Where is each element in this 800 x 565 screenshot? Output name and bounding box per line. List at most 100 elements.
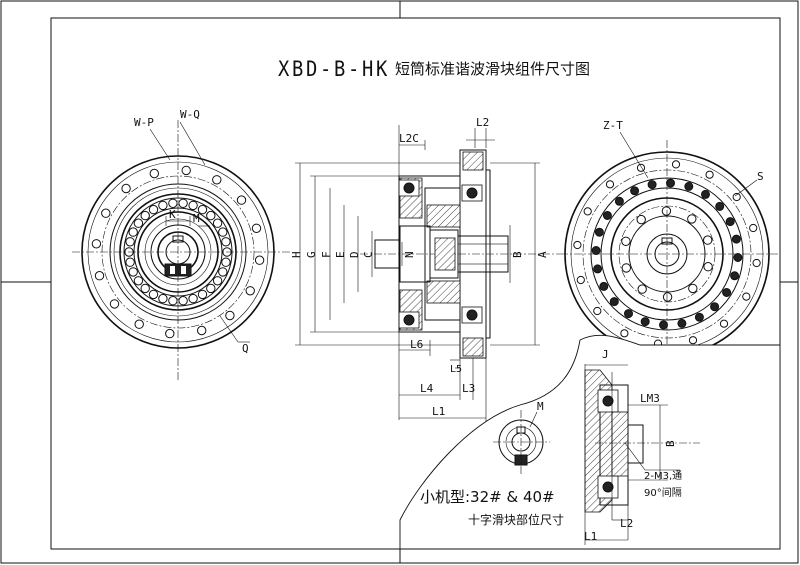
flange-hole <box>662 292 673 302</box>
detail-label-m: M <box>537 400 544 413</box>
ring-hole <box>599 281 609 291</box>
bearing-roller <box>148 289 159 300</box>
drawing-title: XBD-B-HK 短筒标准谐波滑块组件尺寸图 <box>278 57 590 81</box>
detail-area: M J LM3 B 2-M3,通 90°间隔 L2 L1 小机型:32# & 4… <box>399 334 781 550</box>
bolt-hole <box>583 207 592 216</box>
ring-hole <box>731 234 741 244</box>
bolt-hole <box>620 329 629 338</box>
flange-hole <box>637 284 647 294</box>
bolt-hole <box>101 208 111 218</box>
bearing-roller <box>125 237 135 247</box>
bolt-hole <box>742 292 751 301</box>
bolt-hole <box>688 336 698 345</box>
left-front-view: K M W-P W-Q Q <box>72 108 290 380</box>
label-s: S <box>757 170 764 183</box>
ring-hole <box>614 196 624 206</box>
bearing-roller <box>133 218 144 228</box>
flange-hole <box>703 235 713 245</box>
bearing-roller <box>218 267 228 277</box>
title-model: XBD-B-HK <box>278 57 390 81</box>
bolt-hole <box>719 319 729 328</box>
detail-label-b: B <box>664 440 677 447</box>
detail-label-lm3: LM3 <box>640 392 660 405</box>
bolt-hole <box>245 286 255 296</box>
ring-hole <box>602 211 612 220</box>
dim-e: E <box>334 251 347 258</box>
ring-hole <box>609 297 619 307</box>
ring-hole <box>647 180 657 190</box>
bolt-hole <box>165 328 175 339</box>
label-m: M <box>193 212 200 225</box>
bolt-hole <box>605 180 615 189</box>
bolt-hole <box>94 271 105 281</box>
detail-label-j: J <box>602 348 609 361</box>
bearing-roller <box>128 227 138 237</box>
detail-caption-models: 小机型:32# & 40# <box>420 488 555 506</box>
ring-hole <box>701 189 710 199</box>
ring-hole <box>666 178 675 188</box>
ring-hole <box>715 201 725 211</box>
bolt-hole <box>573 240 582 250</box>
detail-label-l2: L2 <box>620 517 633 530</box>
bearing-roller <box>140 283 150 294</box>
dim-l2: L2 <box>476 116 489 129</box>
dim-l6: L6 <box>410 338 423 351</box>
label-wq: W-Q <box>180 108 200 121</box>
ring-hole <box>593 264 603 274</box>
bearing-roller <box>158 200 168 211</box>
bearing-roller <box>221 237 231 247</box>
bearing-roller <box>178 296 188 306</box>
bolt-hole <box>197 325 207 336</box>
ring-hole <box>730 271 740 281</box>
flange-hole <box>661 206 672 216</box>
bearing-roller <box>125 257 135 267</box>
label-q: Q <box>242 342 249 355</box>
bearing-roller <box>222 247 232 257</box>
flange-hole <box>621 263 631 273</box>
ring-hole <box>630 186 640 196</box>
dim-h: H <box>290 251 303 258</box>
output-flange-holes <box>621 206 713 302</box>
flange-hole <box>703 262 713 272</box>
bolt-hole <box>134 319 144 329</box>
bolt-hole <box>225 310 235 321</box>
dim-l5: L5 <box>450 364 462 375</box>
bearing-roller <box>206 210 216 221</box>
bolt-hole <box>732 192 741 202</box>
bolt-hole <box>636 163 646 172</box>
detail-caption-title: 十字滑块部位尺寸 <box>468 512 564 527</box>
ring-hole <box>659 320 668 330</box>
bearing-rollers <box>124 198 232 306</box>
bearing-roller <box>168 198 178 209</box>
dim-n: N <box>403 251 416 258</box>
bearing-roller <box>168 296 178 306</box>
ring-hole <box>694 312 704 322</box>
dim-l1: L1 <box>432 405 445 418</box>
ring-hole <box>594 227 604 237</box>
bolt-hole <box>251 223 262 234</box>
dim-l2c: L2C <box>399 132 419 145</box>
bearing-roller <box>188 293 198 304</box>
bearing-roller <box>158 293 168 304</box>
bolt-hole <box>749 223 758 233</box>
ring-hole <box>624 309 633 319</box>
flange-bolt-holes <box>91 165 265 339</box>
bolt-hole <box>121 183 131 194</box>
flange-hole <box>688 283 698 294</box>
bearing-roller <box>178 198 188 209</box>
bearing-roller <box>148 204 159 215</box>
detail-label-l1: L1 <box>584 530 597 543</box>
bolt-hole <box>576 275 585 285</box>
section-view: L2C L2 H G F E D C N B A L6 L5 L4 L3 L1 <box>290 116 560 422</box>
bearing-roller <box>212 218 223 228</box>
bearing-roller <box>133 276 144 286</box>
bearing-roller <box>124 247 134 257</box>
bearing-roller <box>218 227 228 237</box>
bolt-hole <box>254 255 265 265</box>
dim-l3: L3 <box>462 382 475 395</box>
detail-label-thread: 2-M3,通 <box>644 470 682 482</box>
bearing-roller <box>140 210 150 221</box>
label-zt: Z-T <box>603 119 623 132</box>
bolt-hole <box>181 165 191 176</box>
